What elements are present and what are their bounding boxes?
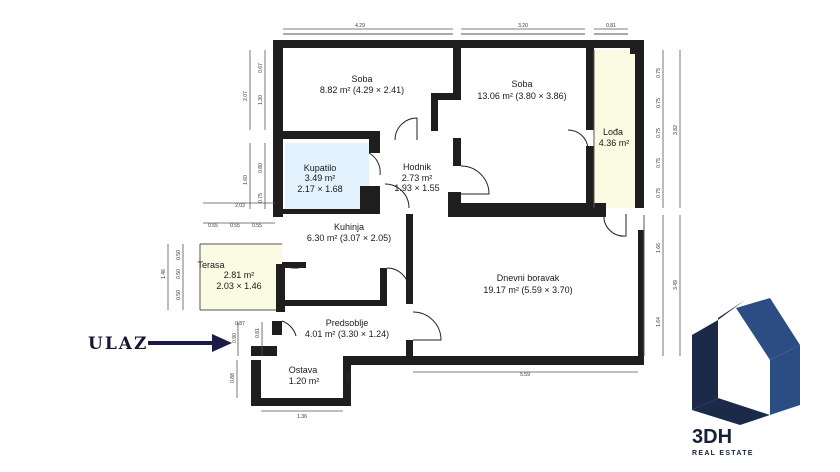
room-kuhinja-area: 6.30 m² (3.07 × 2.05) — [307, 233, 391, 243]
room-kuhinja-name: Kuhinja — [334, 222, 364, 232]
room-lodja-area: 4.36 m² — [599, 138, 630, 148]
dim-terasa-top-1: 0.55 — [208, 223, 218, 229]
logo-subtitle: REAL ESTATE — [692, 450, 754, 457]
entrance-label: ULAZ — [88, 334, 149, 354]
dim-ostava-1: 0.88 — [230, 373, 236, 383]
room-kupatilo-name: Kupatilo — [304, 163, 337, 173]
logo-name: 3DH — [692, 426, 733, 448]
dim-predsoblje-1: 0.87 — [235, 321, 245, 327]
dim-terasa-top-3: 0.55 — [252, 223, 262, 229]
dim-top-2: 3.20 — [518, 23, 528, 29]
room-hodnik-name: Hodnik — [403, 162, 432, 172]
dim-left-terasa-3: 0.50 — [176, 269, 182, 279]
dim-lodja-total: 3.82 — [673, 125, 679, 135]
room-kupatilo-area: 3.49 m² — [305, 173, 336, 183]
dim-living-3: 1.64 — [656, 317, 662, 327]
terasa-fill — [200, 244, 282, 310]
dim-kuhinja-top: 2.03 — [235, 203, 245, 209]
room-ostava-name: Ostava — [289, 365, 318, 375]
dim-left-terasa-4: 0.50 — [176, 290, 182, 300]
dim-ostava-bottom: 1.36 — [297, 414, 307, 420]
dim-left-kup-1: 0.80 — [258, 163, 264, 173]
walls — [251, 40, 644, 406]
room-kupatilo-dims: 2.17 × 1.68 — [297, 184, 342, 194]
windows — [199, 33, 645, 356]
dim-lodja-2: 0.75 — [656, 98, 662, 108]
room-soba2-area: 13.06 m² (3.80 × 3.86) — [477, 91, 566, 101]
dim-predsoblje-3: 0.90 — [232, 333, 238, 343]
dim-lodja-4: 0.75 — [656, 158, 662, 168]
dim-left-terasa-2: 0.50 — [176, 250, 182, 260]
room-dnevni-name: Dnevni boravak — [497, 273, 560, 283]
room-soba1-name: Soba — [351, 74, 372, 84]
dim-left-kup-3: 0.75 — [258, 193, 264, 203]
room-ostava-area: 1.20 m² — [289, 376, 320, 386]
kupatilo-fill — [285, 143, 369, 209]
dim-left-kup-2: 1.60 — [243, 175, 249, 185]
doors — [281, 117, 627, 341]
dim-lodja-1: 0.75 — [656, 68, 662, 78]
room-predsoblje-name: Predsoblje — [326, 318, 369, 328]
dim-living-2: 3.49 — [673, 280, 679, 290]
room-dnevni-area: 19.17 m² (5.59 × 3.70) — [483, 285, 572, 295]
dim-living-1: 1.66 — [656, 243, 662, 253]
room-predsoblje-area: 4.01 m² (3.30 × 1.24) — [305, 329, 389, 339]
logo-house-icon — [692, 298, 800, 425]
room-terasa-dims: 2.03 × 1.46 — [216, 281, 261, 291]
dim-terasa-top-2: 0.55 — [230, 223, 240, 229]
room-lodja-name: Lođa — [603, 127, 623, 137]
dim-predsoblje-2: 0.81 — [255, 328, 261, 338]
dim-lodja-5: 0.75 — [656, 188, 662, 198]
room-soba1-area: 8.82 m² (4.29 × 2.41) — [320, 85, 404, 95]
dim-left-soba-3: 1.30 — [258, 95, 264, 105]
dimension-labels: 4.29 3.20 0.81 0.67 2.07 1.30 0.80 1.60 … — [161, 23, 679, 420]
dim-left-soba-2: 2.07 — [243, 91, 249, 101]
room-hodnik-dims: 1.93 × 1.55 — [394, 183, 439, 193]
lodja-fill — [593, 50, 635, 208]
entrance-arrow-icon — [148, 334, 232, 352]
dim-left-terasa-1: 1.46 — [161, 269, 167, 279]
dim-bottom-living: 5.59 — [520, 372, 530, 378]
dim-ostava-2: 0.88 — [346, 373, 352, 383]
room-terasa-name: Terasa — [197, 260, 224, 270]
dim-left-soba-1: 0.67 — [258, 63, 264, 73]
room-labels: Soba 8.82 m² (4.29 × 2.41) Soba 13.06 m²… — [197, 74, 629, 386]
dim-top-3: 0.81 — [606, 23, 616, 29]
room-terasa-area: 2.81 m² — [224, 270, 255, 280]
room-soba2-name: Soba — [511, 79, 532, 89]
dim-lodja-3: 0.75 — [656, 128, 662, 138]
dimension-lines — [167, 28, 681, 412]
dim-top-1: 4.29 — [355, 23, 365, 29]
room-hodnik-area: 2.73 m² — [402, 173, 433, 183]
